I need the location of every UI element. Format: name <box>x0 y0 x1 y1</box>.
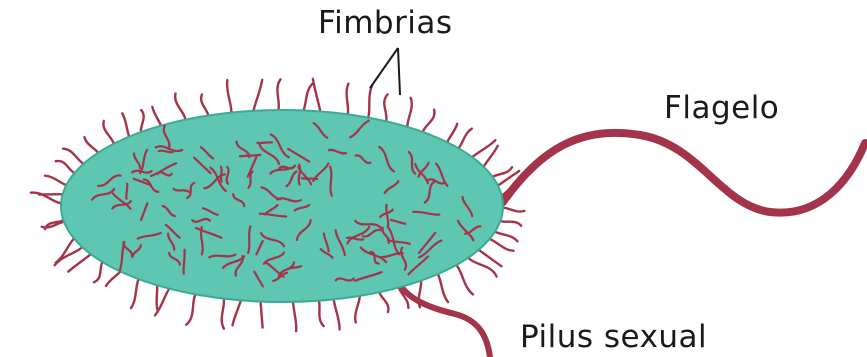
fimbrias-pointer <box>370 48 400 95</box>
fimbrias-label: Fimbrias <box>318 5 453 41</box>
fimbria <box>221 167 222 182</box>
fimbria <box>209 255 235 258</box>
flagelo-label: Flagelo <box>664 90 779 126</box>
pilus-sexual-label: Pilus sexual <box>520 319 707 355</box>
fimbria <box>330 167 332 196</box>
fimbria <box>248 226 250 253</box>
fimbria <box>240 155 261 156</box>
fimbria <box>126 184 127 199</box>
fimbria <box>257 142 272 143</box>
fimbria <box>184 250 185 274</box>
flagellum <box>503 133 865 213</box>
